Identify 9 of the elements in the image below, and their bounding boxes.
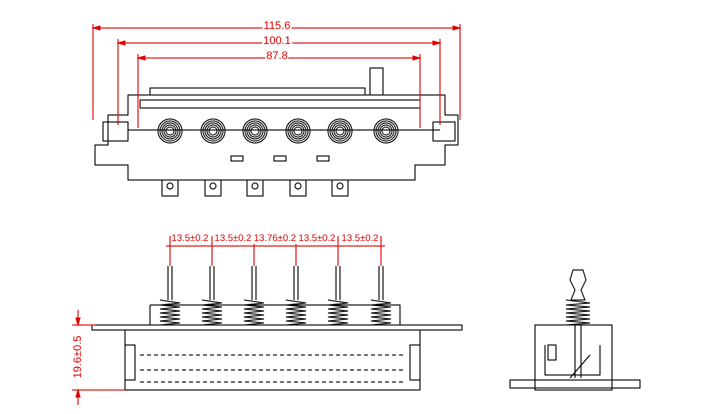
dimension-text: 13.76±0.2 [252,234,298,244]
dimension-text: 87.8 [265,50,289,62]
dimension-text: 13.5±0.2 [298,234,336,244]
dimension-text: 13.5±0.2 [170,234,210,244]
dimension-text: 19.6±0.5 [72,334,84,380]
dimension-text: 115.6 [262,20,292,32]
dimension-text: 100.1 [262,35,292,47]
dimension-text: 13.5±0.2 [340,234,380,244]
dimension-text: 13.5±0.2 [214,234,252,244]
